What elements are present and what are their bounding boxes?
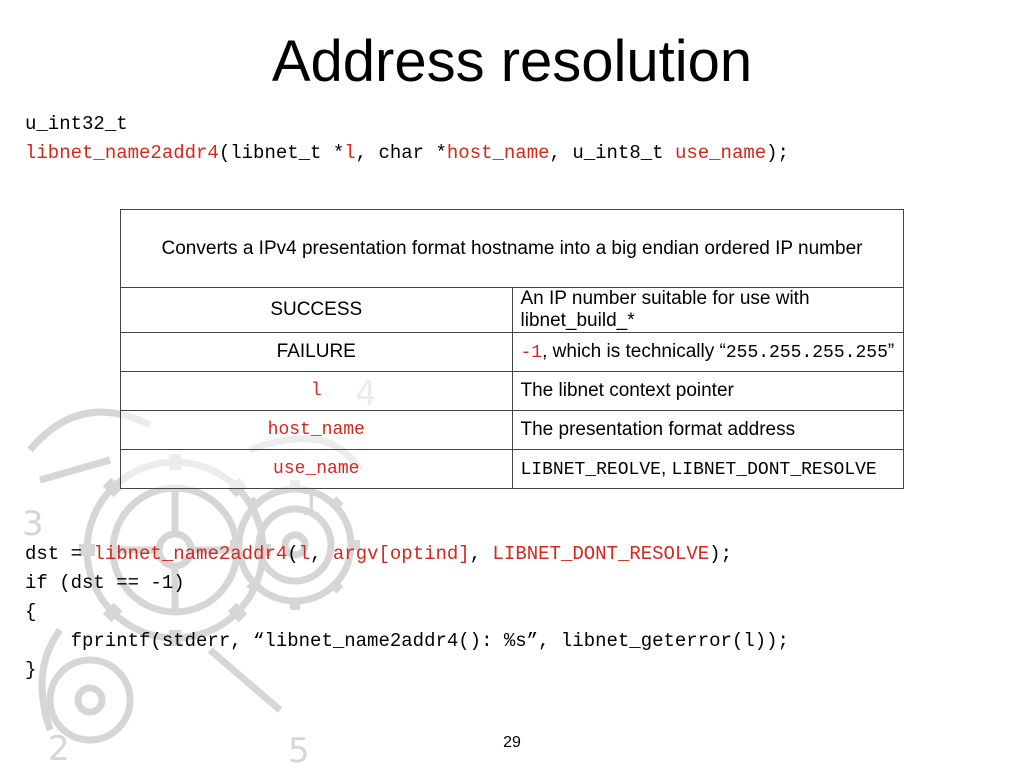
gear-icon xyxy=(230,480,360,610)
sig-text: , char * xyxy=(355,142,447,164)
example-arg-flag: LIBNET_DONT_RESOLVE xyxy=(492,543,710,565)
example-function-name: libnet_name2addr4 xyxy=(93,543,288,565)
watermark-digit-3: 3 xyxy=(22,504,44,544)
value-use-name: LIBNET_REOLVE, LIBNET_DONT_RESOLVE xyxy=(511,449,904,489)
key-l: l xyxy=(120,371,513,411)
return-type: u_int32_t xyxy=(25,113,128,135)
code-line-if: if (dst == -1) xyxy=(25,572,185,594)
key-use-name: use_name xyxy=(120,449,513,489)
sig-text: , u_int8_t xyxy=(549,142,675,164)
sig-text: ); xyxy=(766,142,789,164)
code-broadcast-ip: 255.255.255.255 xyxy=(725,342,888,363)
function-signature: u_int32_t libnet_name2addr4(libnet_t *l,… xyxy=(25,110,789,168)
code-text: , xyxy=(469,543,493,565)
table-row: Converts a IPv4 presentation format host… xyxy=(120,209,904,288)
code-libnet-reolve: LIBNET_REOLVE xyxy=(520,459,661,480)
example-code: dst = libnet_name2addr4(l, argv[optind],… xyxy=(25,540,789,685)
code-text: ( xyxy=(287,543,299,565)
function-name: libnet_name2addr4 xyxy=(25,142,219,164)
code-line-close-brace: } xyxy=(25,659,37,681)
watermark-digit-1: 1 xyxy=(300,484,322,524)
key-host-name: host_name xyxy=(120,410,513,450)
quote-close: ” xyxy=(887,340,895,362)
gear-icon xyxy=(46,656,134,744)
function-description: Converts a IPv4 presentation format host… xyxy=(120,209,904,288)
table-row: host_name The presentation format addres… xyxy=(120,410,904,450)
value-sep: , xyxy=(660,457,672,479)
page-number: 29 xyxy=(503,734,521,751)
quote-open: “ xyxy=(719,340,726,362)
code-text: , xyxy=(310,543,333,565)
value-text: , which is technically xyxy=(542,340,720,362)
table-row: SUCCESS An IP number suitable for use wi… xyxy=(120,287,904,333)
table-row: FAILURE -1, which is technically “255.25… xyxy=(120,332,904,372)
code-minus-one: -1 xyxy=(520,342,543,363)
gear-watermark: 4 1 3 2 5 xyxy=(22,374,377,768)
code-libnet-dont-resolve: LIBNET_DONT_RESOLVE xyxy=(671,459,877,480)
function-info-table: Converts a IPv4 presentation format host… xyxy=(120,209,904,489)
value-success: An IP number suitable for use with libne… xyxy=(511,287,904,333)
param-l: l xyxy=(344,142,356,164)
value-host-name: The presentation format address xyxy=(511,410,904,450)
example-arg-argv: argv[optind] xyxy=(332,543,470,565)
code-text: dst = xyxy=(25,543,94,565)
value-l: The libnet context pointer xyxy=(511,371,904,411)
page-title: Address resolution xyxy=(271,29,753,94)
watermark-digit-2: 2 xyxy=(48,729,70,768)
key-failure: FAILURE xyxy=(120,332,513,372)
param-host-name: host_name xyxy=(446,142,550,164)
code-line-open-brace: { xyxy=(25,601,37,623)
code-line-fprintf: fprintf(stderr, “libnet_name2addr4(): %s… xyxy=(25,630,789,652)
value-failure: -1, which is technically “255.255.255.25… xyxy=(511,332,904,372)
sig-text: (libnet_t * xyxy=(218,142,345,164)
code-text: ); xyxy=(709,543,732,565)
watermark-digit-5: 5 xyxy=(288,731,310,768)
example-arg-l: l xyxy=(298,543,311,565)
key-success: SUCCESS xyxy=(120,287,513,333)
table-row: l The libnet context pointer xyxy=(120,371,904,411)
param-use-name: use_name xyxy=(674,142,767,164)
table-row: use_name LIBNET_REOLVE, LIBNET_DONT_RESO… xyxy=(120,449,904,489)
